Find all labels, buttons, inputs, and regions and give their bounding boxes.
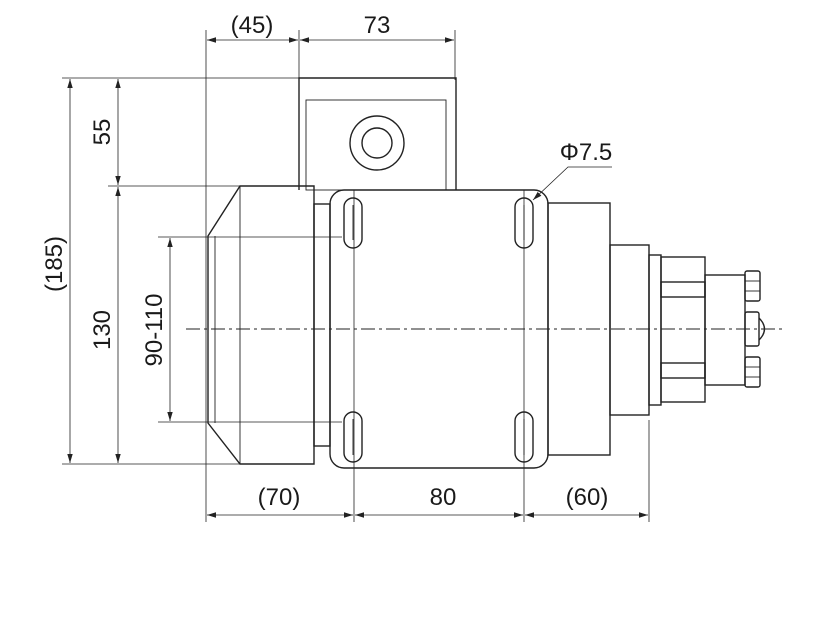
dim-bore-range: 90-110 bbox=[141, 294, 168, 367]
dim-hole-diameter: Φ7.5 bbox=[560, 139, 613, 166]
dim-overall-height: (185) bbox=[41, 236, 68, 292]
dim-bottom-middle: 80 bbox=[430, 484, 457, 511]
dim-upper-height: 55 bbox=[89, 119, 116, 146]
dimension-lines bbox=[67, 37, 648, 518]
dim-bottom-right: (60) bbox=[566, 484, 609, 511]
dim-top-left: (45) bbox=[231, 12, 274, 39]
dim-top-right: 73 bbox=[364, 12, 391, 39]
dim-body-height: 130 bbox=[89, 310, 116, 350]
extension-lines bbox=[62, 30, 650, 522]
part-outline bbox=[207, 77, 766, 469]
dim-bottom-left: (70) bbox=[258, 484, 301, 511]
